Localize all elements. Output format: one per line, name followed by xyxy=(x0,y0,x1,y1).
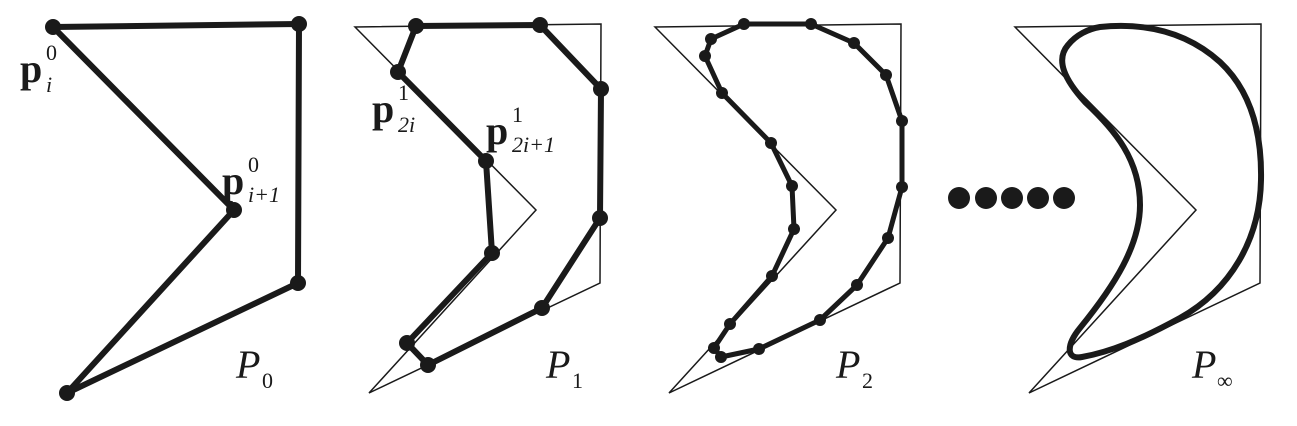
panel-label-sub: 2 xyxy=(862,368,873,393)
point-label-sub: i xyxy=(46,72,52,97)
panel-label-sub: 1 xyxy=(572,368,583,393)
control-point xyxy=(592,210,608,226)
point-label-sub: 2i xyxy=(398,112,415,137)
ellipsis-dot xyxy=(948,187,970,209)
panel-label-main: P xyxy=(1191,342,1216,387)
panel-label-sub: ∞ xyxy=(1217,368,1233,393)
panel-p0: p 0 i p 0 i+1 P 0 xyxy=(20,16,307,401)
control-points-p2 xyxy=(699,18,908,363)
control-point xyxy=(724,318,736,330)
control-point xyxy=(484,245,500,261)
control-point xyxy=(420,357,436,373)
control-polygon-p1 xyxy=(395,22,604,368)
control-point xyxy=(786,180,798,192)
control-point xyxy=(851,279,863,291)
panel-label-main: P xyxy=(235,342,260,387)
panel-pinf: P ∞ xyxy=(1013,22,1265,394)
control-point xyxy=(848,37,860,49)
control-point xyxy=(880,69,892,81)
control-point xyxy=(738,18,750,30)
control-point xyxy=(765,137,777,149)
control-point xyxy=(291,16,307,32)
point-label-sup: 0 xyxy=(46,40,57,65)
point-label-sub: i+1 xyxy=(248,182,280,207)
point-label-sup: 1 xyxy=(512,102,523,127)
panel-label-main: P xyxy=(835,342,860,387)
control-point xyxy=(408,18,424,34)
control-point xyxy=(896,181,908,193)
point-label-base: p xyxy=(222,158,244,203)
ellipsis-dot xyxy=(975,187,997,209)
panel-label-sub: 0 xyxy=(262,368,273,393)
ellipsis-dot xyxy=(1001,187,1023,209)
label-p-2i1-1: p 1 2i+1 xyxy=(486,102,555,157)
panel-p1: p 1 2i p 1 2i+1 P 1 xyxy=(353,17,609,394)
panel-label-main: P xyxy=(545,342,570,387)
control-point xyxy=(478,153,494,169)
control-point xyxy=(814,314,826,326)
point-label-sub: 2i+1 xyxy=(512,132,555,157)
control-point xyxy=(699,50,711,62)
control-point xyxy=(766,270,778,282)
control-points-p1 xyxy=(390,17,609,373)
control-point xyxy=(896,115,908,127)
ellipsis-dot xyxy=(1027,187,1049,209)
control-point xyxy=(290,275,306,291)
control-point xyxy=(534,300,550,316)
panel-label-p2: P 2 xyxy=(835,342,873,393)
control-point xyxy=(390,64,406,80)
point-label-base: p xyxy=(372,86,394,131)
label-p-i1-0: p 0 i+1 xyxy=(222,152,280,207)
point-label-sup: 0 xyxy=(248,152,259,177)
label-p-2i-1: p 1 2i xyxy=(372,80,415,137)
control-point xyxy=(532,17,548,33)
control-point xyxy=(788,223,800,235)
control-point xyxy=(715,351,727,363)
ellipsis-dot xyxy=(1053,187,1075,209)
point-label-sup: 1 xyxy=(398,80,409,105)
control-point xyxy=(753,343,765,355)
control-point xyxy=(226,202,242,218)
ellipsis-dots xyxy=(948,187,1075,209)
control-point xyxy=(59,385,75,401)
panel-label-pinf: P ∞ xyxy=(1191,342,1233,393)
control-points-p0 xyxy=(45,16,307,401)
panel-label-p1: P 1 xyxy=(545,342,583,393)
control-polygon-p2 xyxy=(702,21,905,360)
control-polygon-p0 xyxy=(50,21,302,396)
label-p-i-0: p 0 i xyxy=(20,40,57,97)
control-point xyxy=(882,232,894,244)
control-point xyxy=(716,87,728,99)
control-point xyxy=(593,81,609,97)
panel-p2: P 2 xyxy=(653,18,908,394)
panel-label-p0: P 0 xyxy=(235,342,273,393)
point-label-base: p xyxy=(486,108,508,153)
control-point xyxy=(705,33,717,45)
limit-curve xyxy=(1059,22,1265,361)
point-label-base: p xyxy=(20,46,42,91)
control-point xyxy=(45,19,61,35)
control-point xyxy=(805,18,817,30)
control-point xyxy=(399,335,415,351)
control-point xyxy=(708,342,720,354)
